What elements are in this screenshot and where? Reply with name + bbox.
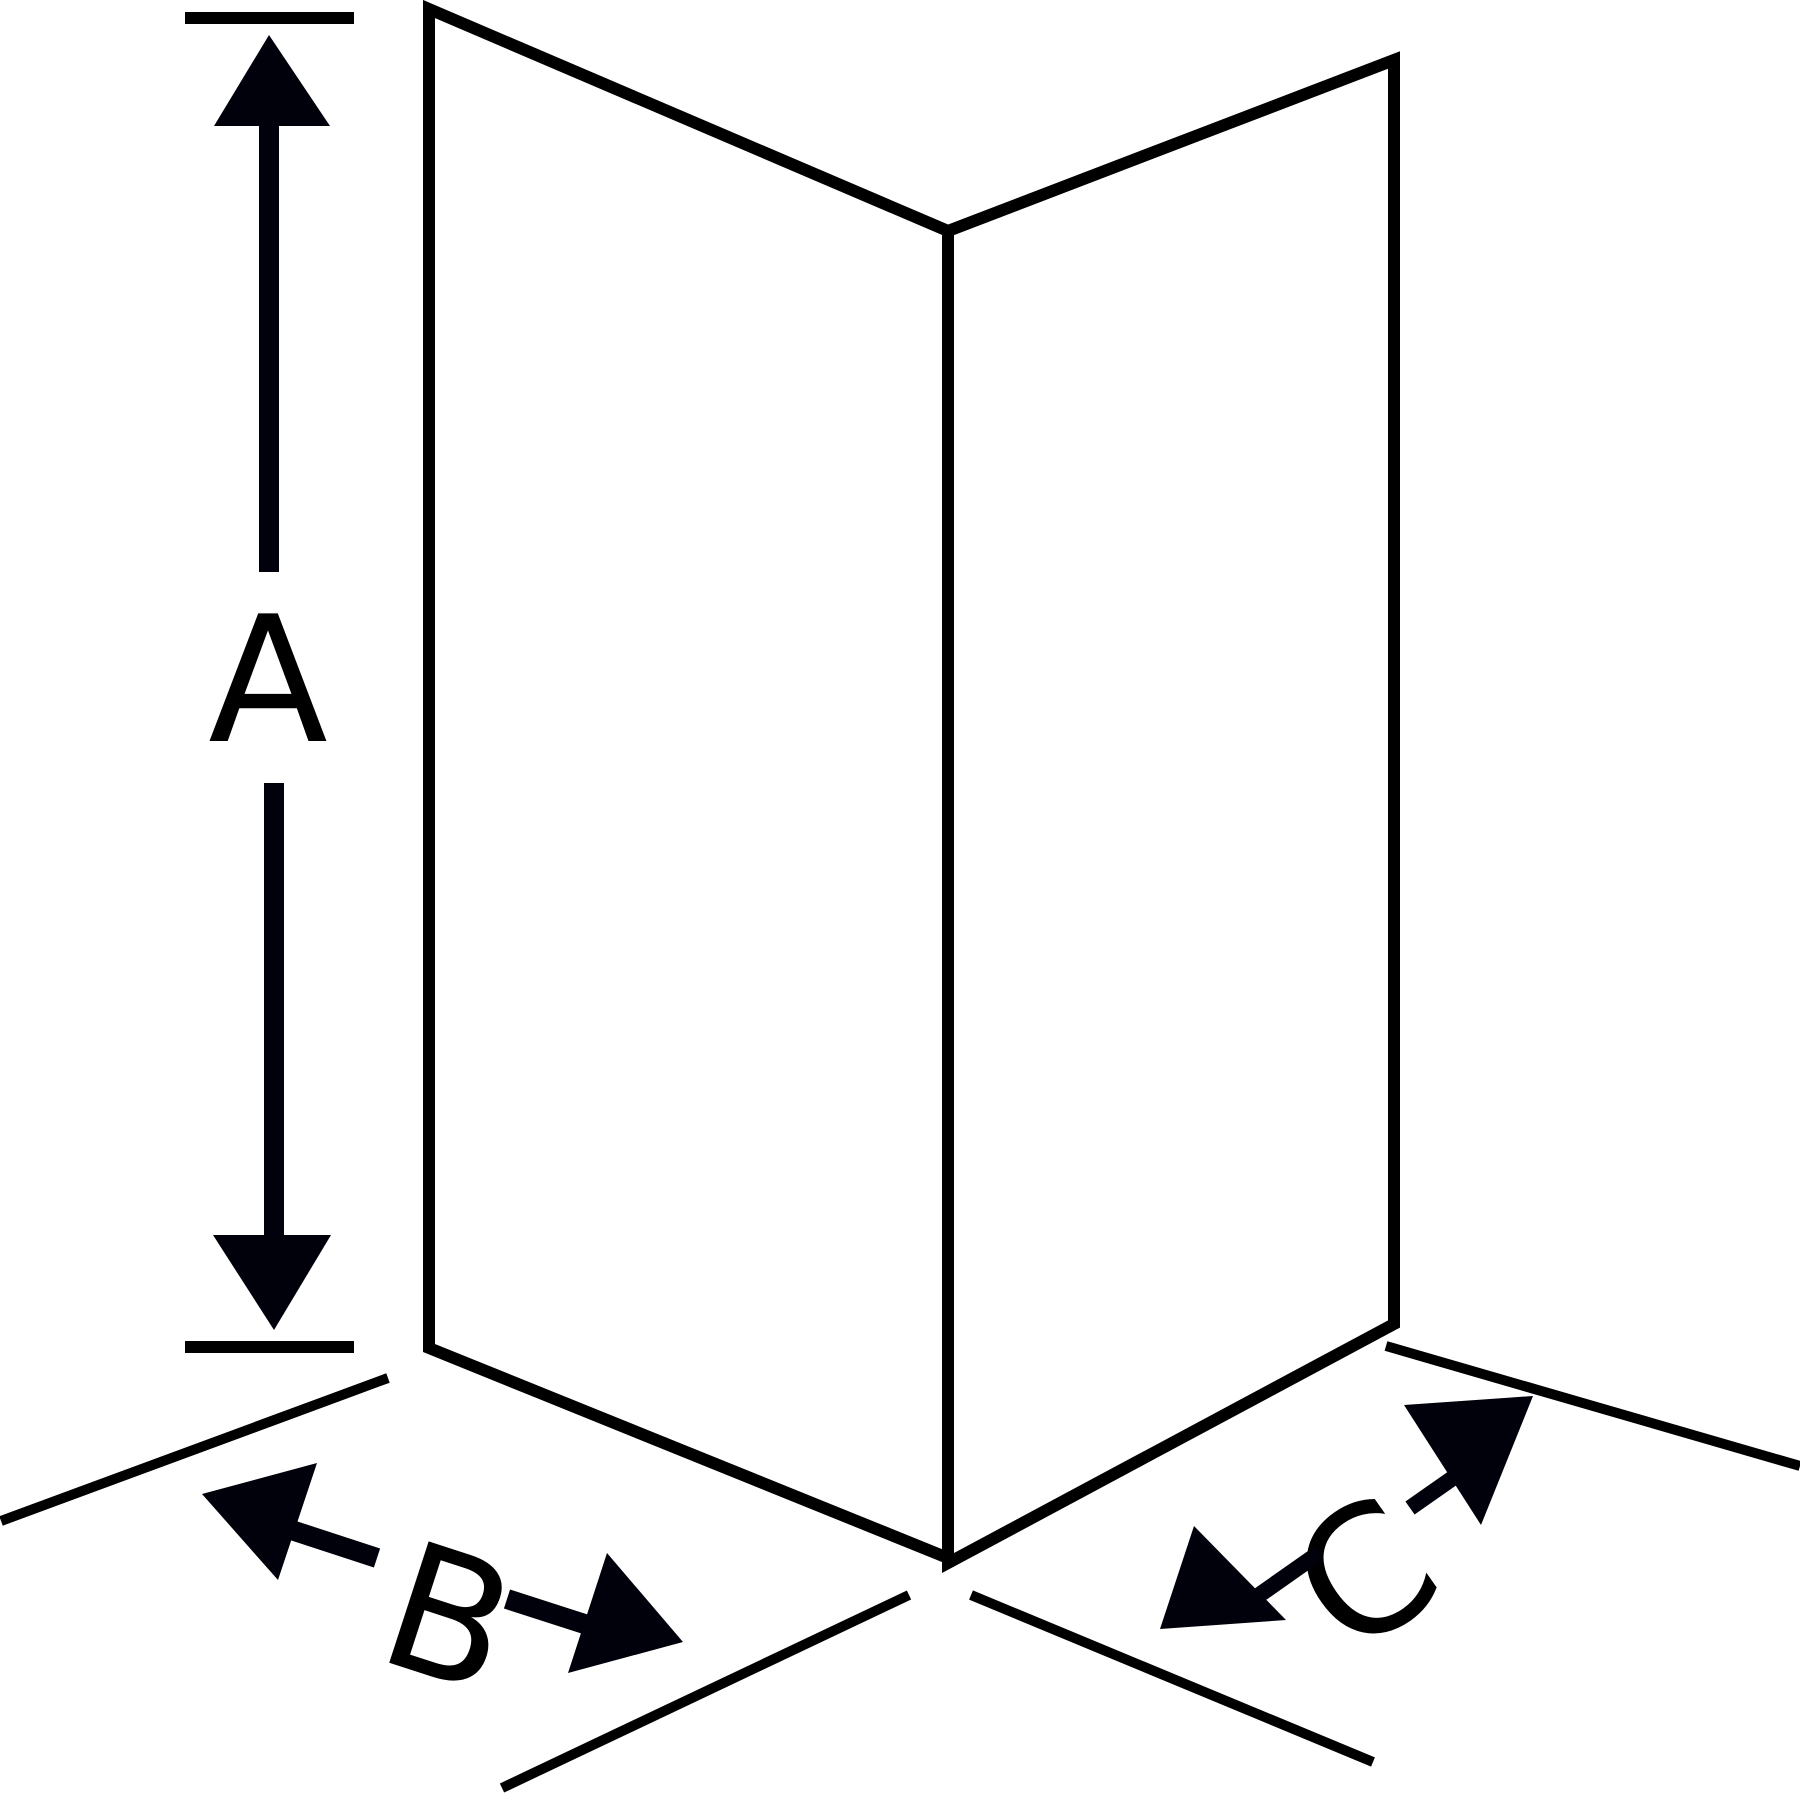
left-panel: [423, 0, 954, 1567]
dimension-c: C: [1160, 1396, 1533, 1694]
floor-lines: [0, 1341, 1800, 1793]
arrow-up-shaft: [259, 120, 279, 572]
arrow-left-icon: [202, 1463, 317, 1580]
dimension-a: A: [185, 12, 354, 1353]
arrow-down-shaft: [264, 783, 284, 1241]
dimension-a-label: A: [208, 580, 328, 783]
dimension-b-label: B: [360, 1504, 537, 1734]
arrow-down-left-icon: [1160, 1526, 1286, 1629]
arrow-right-icon: [568, 1553, 683, 1673]
arrow-up-right-icon: [1404, 1396, 1533, 1525]
arrow-down-icon: [213, 1235, 331, 1330]
dimension-b: B: [202, 1463, 683, 1734]
arrow-up-icon: [214, 35, 330, 126]
right-panel: [942, 51, 1400, 1574]
